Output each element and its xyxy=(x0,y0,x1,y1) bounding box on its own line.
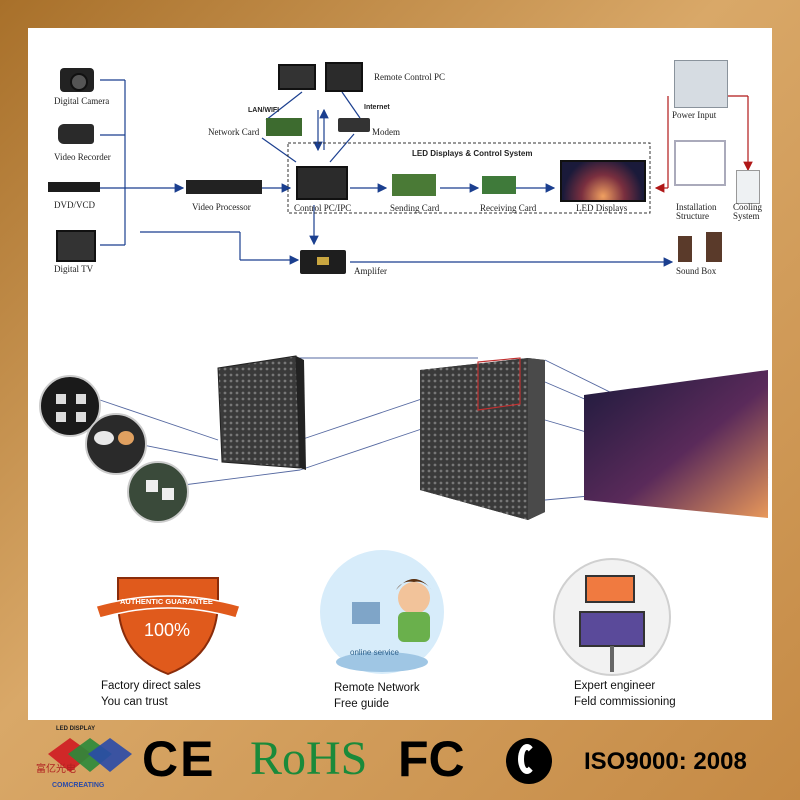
dvd-player-icon xyxy=(48,182,100,192)
desktop-pc-icon xyxy=(325,62,363,92)
sending-card-icon xyxy=(392,174,436,196)
logo-top-text: LED DISPLAY xyxy=(56,726,96,732)
caption-line: Factory direct sales xyxy=(101,680,201,692)
laptop-icon xyxy=(278,64,316,90)
badge-guarantee-value: 100% xyxy=(144,620,191,640)
modem-icon xyxy=(338,118,370,132)
label-control-pc: Control PC/IPC xyxy=(294,203,352,213)
feature-caption-remote: Remote Network Free guide xyxy=(334,680,420,712)
control-pc-icon xyxy=(296,166,348,200)
logo-chinese-text: 富亿光电 xyxy=(36,764,76,775)
feature-caption-factory: Factory direct sales You can trust xyxy=(101,678,201,710)
label-cooling-system: Cooling System xyxy=(733,202,763,221)
label-installation-structure: Installation Structure xyxy=(676,202,717,221)
label-lan-wifi: LAN/WIFI xyxy=(248,107,280,114)
label-video-processor: Video Processor xyxy=(192,202,251,212)
certification-bar: LED DISPLAY 富亿光电 COMCREATING CE RoHS FC … xyxy=(0,720,800,800)
feature-caption-engineer: Expert engineer Feld commissioning xyxy=(574,678,676,710)
led-display-icon xyxy=(560,160,646,202)
label-digital-tv: Digital TV xyxy=(54,264,94,274)
label-remote-pc: Remote Control PC xyxy=(374,72,446,82)
label-power-input: Power Input xyxy=(672,110,717,120)
label-digital-camera: Digital Camera xyxy=(54,96,110,106)
cooling-unit-icon xyxy=(736,170,760,204)
video-processor-icon xyxy=(186,180,262,194)
label-modem: Modem xyxy=(372,127,400,137)
fcc-mark: FC xyxy=(398,731,465,787)
power-cabinet-icon xyxy=(674,60,728,108)
caption-line: Remote Network xyxy=(334,682,420,694)
label-amplifier: Amplifer xyxy=(354,266,387,276)
caption-line: Feld commissioning xyxy=(574,696,676,708)
label-sound-box: Sound Box xyxy=(676,266,717,276)
ce-mark: CE xyxy=(142,731,216,787)
badge-online-service: online service xyxy=(350,648,399,657)
logo-bottom-text: COMCREATING xyxy=(52,782,105,789)
speaker-icon xyxy=(706,232,722,262)
system-title: LED Displays & Control System xyxy=(412,149,533,158)
amplifier-icon xyxy=(300,250,346,274)
label-sending-card: Sending Card xyxy=(390,203,440,213)
receiving-card-icon xyxy=(482,176,516,194)
caption-line: You can trust xyxy=(101,696,168,708)
camera-icon xyxy=(60,68,94,92)
network-card-icon xyxy=(266,118,302,136)
label-internet: Internet xyxy=(364,104,390,111)
rohs-mark: RoHS xyxy=(250,732,368,785)
video-recorder-icon xyxy=(58,124,94,144)
ul-check-icon xyxy=(506,738,552,784)
company-logo xyxy=(48,738,132,772)
iso-mark: ISO9000: 2008 xyxy=(584,748,747,775)
label-video-recorder: Video Recorder xyxy=(54,152,111,162)
speaker-icon xyxy=(678,236,692,262)
label-dvd-vcd: DVD/VCD xyxy=(54,200,96,210)
installation-structure-icon xyxy=(674,140,726,186)
label-receiving-card: Receiving Card xyxy=(480,203,537,213)
tv-icon xyxy=(56,230,96,262)
badge-guarantee-text: AUTHENTIC GUARANTEE xyxy=(120,597,213,606)
label-network-card: Network Card xyxy=(208,127,260,137)
label-led-displays: LED Displays xyxy=(576,203,628,213)
caption-line: Expert engineer xyxy=(574,680,656,692)
caption-line: Free guide xyxy=(334,698,389,710)
